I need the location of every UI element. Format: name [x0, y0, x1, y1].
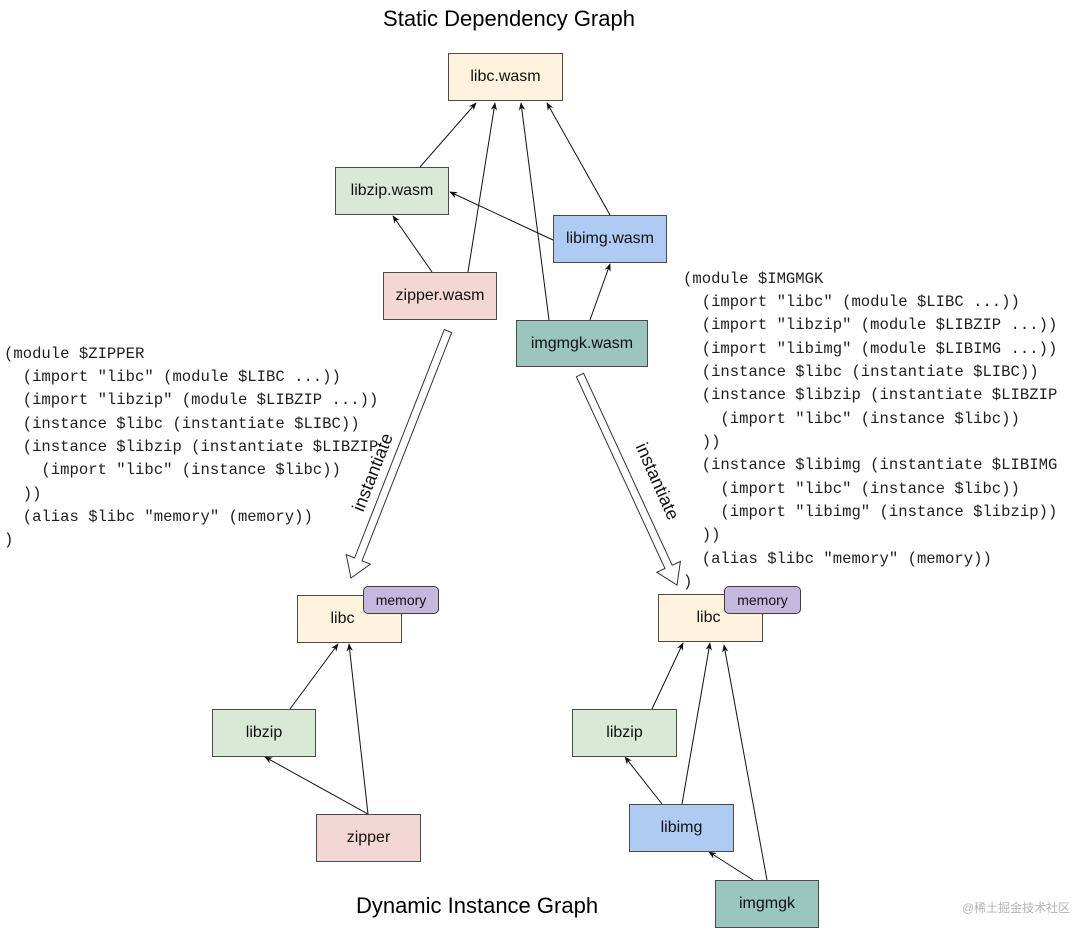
code-line: (instance $libzip (instantiate $LIBZIP: [683, 386, 1058, 405]
static-edge-zipper-wasm-to-libc-wasm: [467, 102, 498, 273]
code-line: )): [4, 484, 42, 503]
code-line: )): [683, 526, 721, 545]
code-line: )): [683, 433, 721, 452]
imgmgk-instance-edge-imgmgk-to-libc: [722, 644, 768, 881]
code-line: (import "libzip" (module $LIBZIP ...)): [4, 391, 379, 410]
imgmgk-instance-edge-imgmgk-to-libimg: [708, 851, 754, 881]
code-line: ): [683, 573, 693, 592]
instance-libzip-zipper[interactable]: libzip: [212, 709, 316, 757]
node-label: libimg.wasm: [565, 230, 654, 247]
code-line: (import "libc" (instance $libc)): [4, 461, 341, 480]
code-block-zipper: (module $ZIPPER (import "libc" (module $…: [4, 296, 378, 576]
code-line: (import "libc" (module $LIBC ...)): [683, 293, 1020, 312]
instantiate-arrow-zipper: [345, 328, 453, 579]
code-line: (import "libc" (module $LIBC ...)): [4, 368, 341, 387]
instance-imgmgk[interactable]: imgmgk: [715, 880, 819, 928]
node-label: libzip.wasm: [350, 182, 434, 199]
static-edge-imgmgk-wasm-to-libc-wasm: [518, 102, 550, 321]
node-label: libc: [696, 609, 721, 626]
node-label: imgmgk: [738, 895, 795, 912]
instance-libzip-imgmgk[interactable]: libzip: [572, 709, 677, 757]
code-line: ): [4, 531, 14, 550]
memory-badge-imgmgk[interactable]: memory: [724, 586, 801, 614]
node-label: zipper.wasm: [395, 287, 485, 304]
instance-zipper[interactable]: zipper: [316, 814, 421, 862]
static-edge-imgmgk-wasm-to-libimg-wasm: [589, 263, 611, 321]
imgmgk-instance-edge-libimg-to-libzip: [624, 756, 663, 805]
node-zipper-wasm[interactable]: zipper.wasm: [383, 272, 497, 320]
node-label: libc: [330, 610, 355, 627]
static-edge-libimg-wasm-to-libc-wasm: [546, 102, 611, 216]
zipper-instance-edge-zipper-to-libc: [346, 643, 369, 815]
code-line: (import "libimg" (module $LIBIMG ...)): [683, 339, 1058, 358]
code-line: (alias $libc "memory" (memory)): [683, 549, 992, 568]
code-block-imgmgk: (module $IMGMGK (import "libc" (module $…: [683, 221, 1057, 618]
memory-badge-zipper[interactable]: memory: [363, 586, 439, 614]
code-line: (alias $libc "memory" (memory)): [4, 508, 313, 527]
code-line: (import "libimg" (instance $libzip)): [683, 503, 1058, 522]
memory-label: memory: [375, 592, 427, 608]
static-edge-libimg-wasm-to-libzip-wasm: [449, 191, 554, 241]
static-edge-libzip-wasm-to-libc-wasm: [419, 102, 477, 168]
node-label: libimg: [660, 819, 703, 836]
node-label: zipper: [346, 829, 391, 846]
node-label: imgmgk.wasm: [530, 334, 634, 352]
code-line: (instance $libc (instantiate $LIBC)): [683, 363, 1039, 382]
imgmgk-instance-edge-libzip-to-libc: [651, 642, 684, 710]
code-line: (instance $libzip (instantiate $LIBZIP: [4, 438, 379, 457]
zipper-instance-edge-zipper-to-libzip: [264, 756, 369, 815]
instantiate-arrow-imgmgk: [575, 372, 682, 586]
node-imgmgk-wasm[interactable]: imgmgk.wasm: [516, 320, 648, 367]
code-line: (module $IMGMGK: [683, 269, 824, 288]
watermark: @稀土掘金技术社区: [962, 901, 1071, 915]
node-label: libzip: [245, 724, 283, 741]
code-line: (import "libc" (instance $libc)): [683, 479, 1020, 498]
code-line: (module $ZIPPER: [4, 344, 145, 363]
code-line: (import "libc" (instance $libc)): [683, 409, 1020, 428]
code-line: (instance $libc (instantiate $LIBC)): [4, 414, 360, 433]
node-libzip-wasm[interactable]: libzip.wasm: [335, 167, 449, 215]
code-line: (instance $libimg (instantiate $LIBIMG: [683, 456, 1058, 475]
node-libimg-wasm[interactable]: libimg.wasm: [553, 215, 667, 263]
code-line: (import "libzip" (module $LIBZIP ...)): [683, 316, 1058, 335]
dynamic-graph-title: Dynamic Instance Graph: [355, 893, 599, 918]
node-label: libzip: [606, 724, 643, 741]
node-libc-wasm[interactable]: libc.wasm: [448, 53, 563, 101]
static-edge-zipper-wasm-to-libzip-wasm: [392, 215, 433, 273]
zipper-instance-edge-libzip-to-libc: [289, 643, 339, 710]
memory-label: memory: [737, 592, 788, 608]
instance-libimg-imgmgk[interactable]: libimg: [629, 804, 734, 852]
node-label: libc.wasm: [470, 68, 541, 85]
static-graph-title: Static Dependency Graph: [383, 6, 635, 31]
imgmgk-instance-edge-libimg-to-libc: [681, 642, 712, 805]
